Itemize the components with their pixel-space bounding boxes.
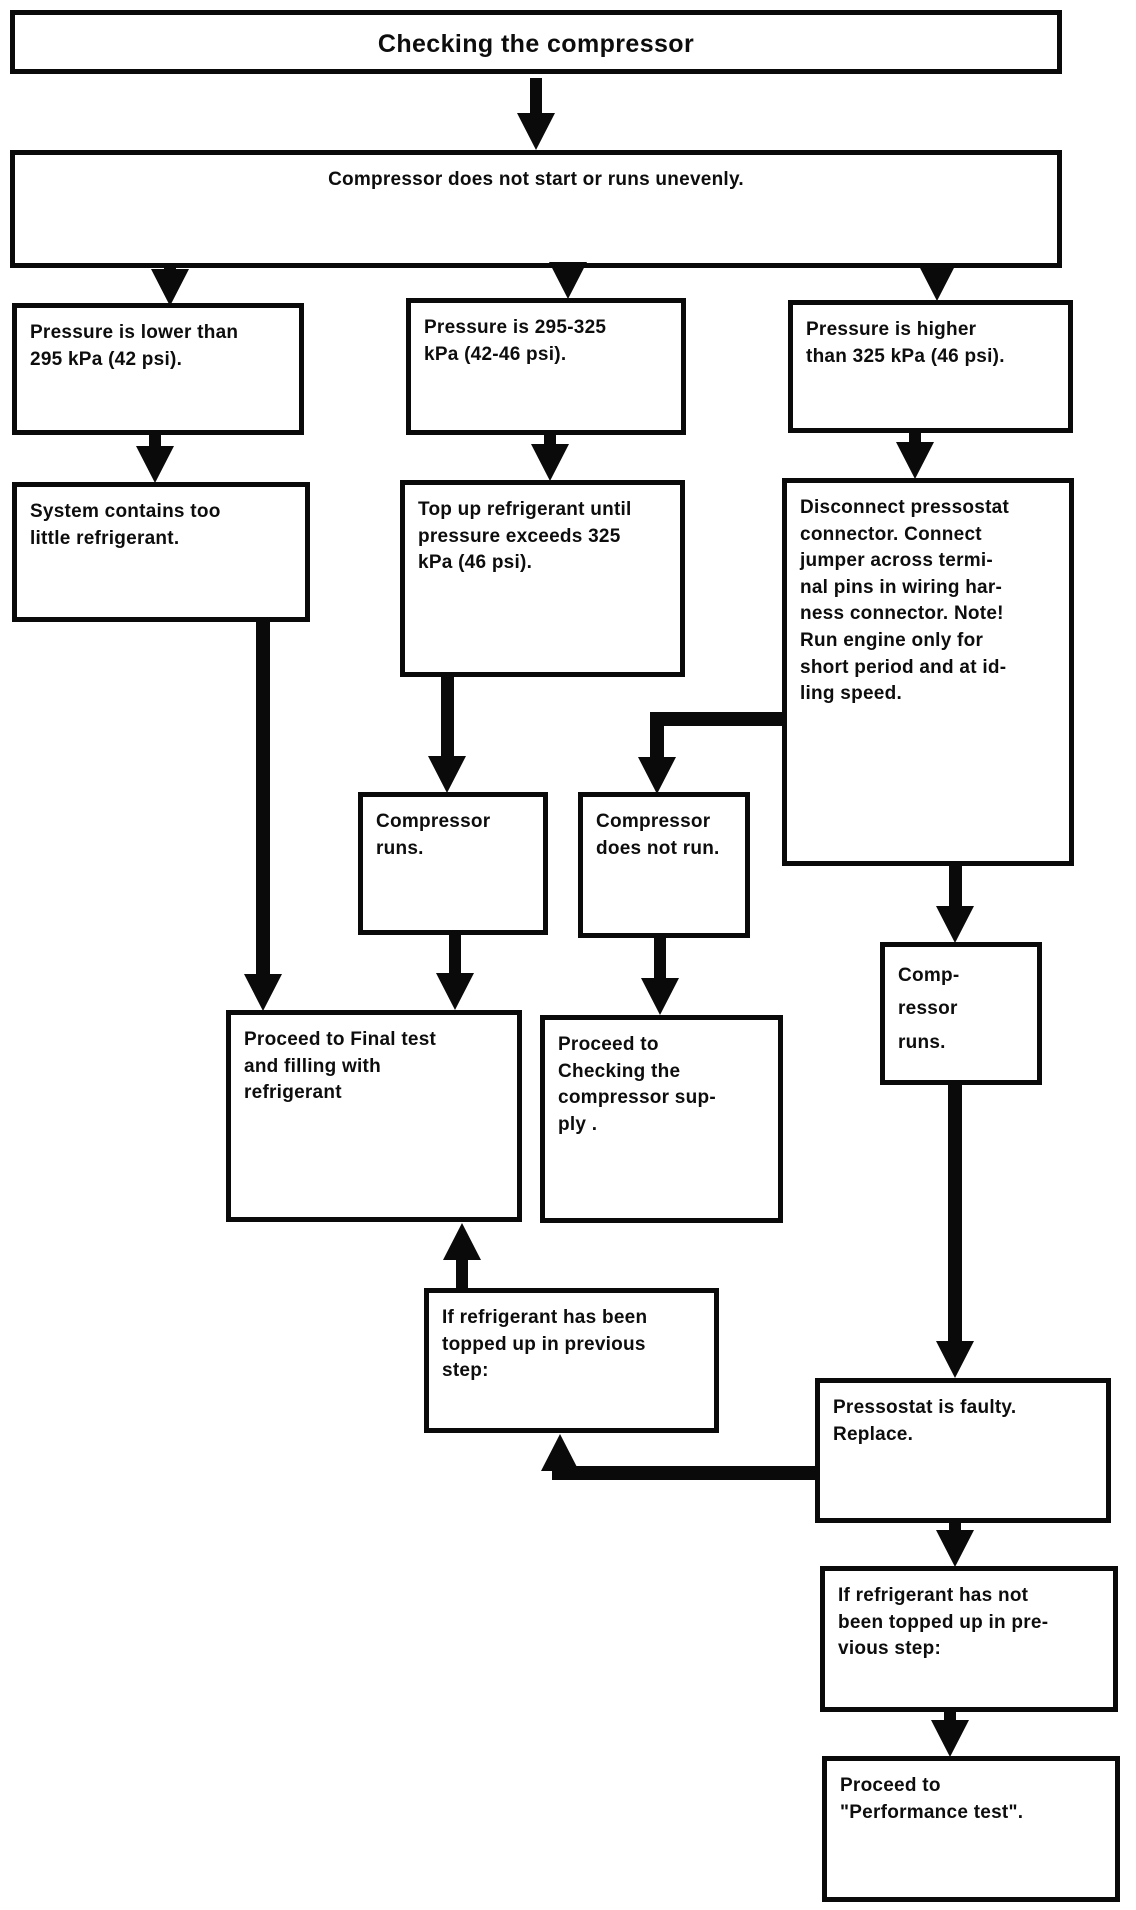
arrow-pressure-ok-to-top-up-shaft [544, 435, 556, 446]
proceed-compressor-supply-text: Proceed to Checking the compressor sup- … [558, 1034, 716, 1135]
arrow-compressor-runs-2-to-pressostat-shaft [948, 1085, 962, 1343]
node-disconnect-pressostat: Disconnect pressostat connector. Connect… [782, 478, 1074, 866]
arrow-top-up-to-compressor-runs-head [428, 756, 466, 793]
arrow-pressostat-to-not-topped-up-shaft [949, 1523, 961, 1534]
compressor-does-not-run-text: Compressor does not run. [596, 811, 720, 859]
arrow-pressostat-to-topped-up-bar [552, 1466, 815, 1480]
arrow-pressure-high-to-disconnect-shaft [909, 433, 921, 444]
pressure-high-text: Pressure is higher than 325 kPa (46 psi)… [806, 319, 1005, 367]
top-up-text: Top up refrigerant until pressure exceed… [418, 499, 632, 574]
node-if-topped-up: If refrigerant has been topped up in pre… [424, 1288, 719, 1433]
arrow-compressor-runs-to-proceed-final-head [436, 973, 474, 1010]
low-refrigerant-text: System contains too little refrigerant. [30, 501, 221, 549]
arrow-title-to-start-head [517, 113, 555, 150]
node-title: Checking the compressor [10, 10, 1062, 74]
arrow-pressostat-to-not-topped-up-head [936, 1530, 974, 1567]
node-proceed-final-test: Proceed to Final test and filling with r… [226, 1010, 522, 1222]
disconnect-pressostat-text: Disconnect pressostat connector. Connect… [800, 497, 1010, 705]
node-pressure-low: Pressure is lower than 295 kPa (42 psi). [12, 303, 304, 435]
node-pressostat-faulty: Pressostat is faulty. Replace. [815, 1378, 1111, 1523]
node-proceed-compressor-supply: Proceed to Checking the compressor sup- … [540, 1015, 783, 1223]
proceed-final-test-text: Proceed to Final test and filling with r… [244, 1029, 437, 1104]
arrow-topped-up-to-proceed-final-shaft [456, 1256, 468, 1288]
arrow-top-up-to-compressor-runs-shaft [441, 677, 454, 758]
title-text: Checking the compressor [377, 30, 695, 58]
arrow-compressor-not-run-to-proceed-supply-head [641, 978, 679, 1015]
arrow-disconnect-to-compressor-not-run-bar [650, 712, 782, 726]
pressure-ok-text: Pressure is 295-325 kPa (42-46 psi). [424, 317, 607, 365]
arrow-disconnect-to-compressor-runs-2-head [936, 906, 974, 943]
arrow-pressostat-to-topped-up-head [541, 1434, 579, 1471]
node-pressure-ok: Pressure is 295-325 kPa (42-46 psi). [406, 298, 686, 435]
arrow-not-topped-up-to-performance-shaft [944, 1712, 956, 1723]
node-compressor-does-not-run: Compressor does not run. [578, 792, 750, 938]
arrow-pressure-low-to-low-refrigerant-head [136, 446, 174, 483]
arrow-compressor-not-run-to-proceed-supply-shaft [654, 938, 666, 982]
arrow-low-refrigerant-to-proceed-final-shaft [256, 622, 270, 976]
arrow-start-to-pressure-low-head [151, 269, 189, 306]
arrow-disconnect-to-compressor-not-run-shaft [650, 712, 664, 762]
node-pressure-high: Pressure is higher than 325 kPa (46 psi)… [788, 300, 1073, 433]
arrow-pressure-high-to-disconnect-head [896, 442, 934, 479]
arrow-pressure-ok-to-top-up-head [531, 444, 569, 481]
arrow-topped-up-to-proceed-final-head [443, 1223, 481, 1260]
if-topped-up-text: If refrigerant has been topped up in pre… [442, 1307, 648, 1382]
arrow-title-to-start-shaft [530, 78, 542, 118]
node-start: Compressor does not start or runs uneven… [10, 150, 1062, 268]
arrow-disconnect-to-compressor-not-run-head [638, 757, 676, 794]
node-low-refrigerant: System contains too little refrigerant. [12, 482, 310, 622]
node-top-up: Top up refrigerant until pressure exceed… [400, 480, 685, 677]
proceed-performance-test-text: Proceed to "Performance test". [840, 1775, 1024, 1823]
node-proceed-performance-test: Proceed to "Performance test". [822, 1756, 1120, 1902]
start-text: Compressor does not start or runs uneven… [328, 169, 744, 190]
node-if-not-topped-up: If refrigerant has not been topped up in… [820, 1566, 1118, 1712]
pressostat-faulty-text: Pressostat is faulty. Replace. [833, 1397, 1017, 1445]
node-compressor-runs-2: Comp- ressor runs. [880, 942, 1042, 1085]
arrow-not-topped-up-to-performance-head [931, 1720, 969, 1757]
compressor-runs-2-text: Comp- ressor runs. [898, 965, 960, 1053]
arrow-low-refrigerant-to-proceed-final-head [244, 974, 282, 1011]
arrow-start-to-pressure-high-head [918, 264, 956, 301]
arrow-disconnect-to-compressor-runs-2-shaft [949, 866, 962, 910]
arrow-compressor-runs-2-to-pressostat-head [936, 1341, 974, 1378]
node-compressor-runs: Compressor runs. [358, 792, 548, 935]
compressor-runs-text: Compressor runs. [376, 811, 491, 859]
pressure-low-text: Pressure is lower than 295 kPa (42 psi). [30, 322, 239, 370]
arrow-start-to-pressure-ok-head [549, 262, 587, 299]
arrow-compressor-runs-to-proceed-final-shaft [449, 935, 461, 977]
if-not-topped-up-text: If refrigerant has not been topped up in… [838, 1585, 1049, 1660]
